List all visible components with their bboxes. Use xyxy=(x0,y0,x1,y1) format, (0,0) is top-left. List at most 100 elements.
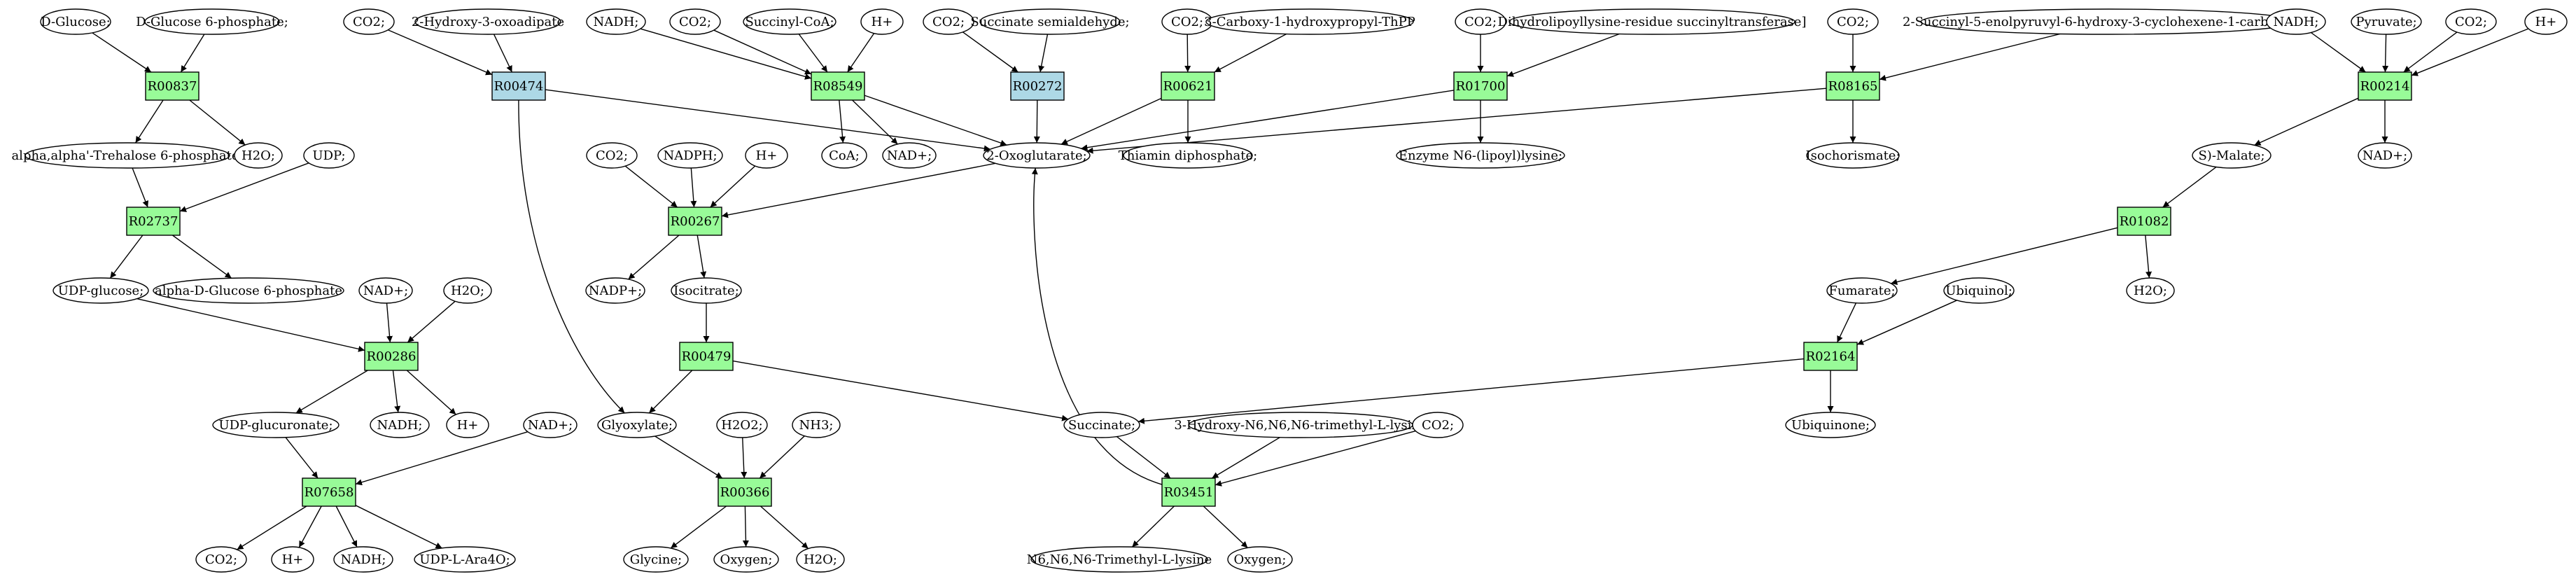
compound-ellipse xyxy=(1205,8,1414,35)
node-label: 2-Succinyl-5-enolpyruvyl-6-hydroxy-3-cyc… xyxy=(1903,15,2314,29)
compound-ellipse xyxy=(1943,277,2015,304)
node-label: CO2; xyxy=(1422,418,1454,433)
compound-node-isochorismate: Isochorismate; xyxy=(1805,142,1900,169)
compound-node-enzyme-n6-lipoyl-lysine: Enzyme N6-(lipoyl)lysine; xyxy=(1396,142,1565,169)
reaction-node-r00479: R00479 xyxy=(679,342,734,371)
node-label: CO2; xyxy=(1464,15,1497,29)
compound-node-udp: UDP; xyxy=(303,142,355,169)
reaction-box xyxy=(668,207,722,236)
reaction-node-r00837: R00837 xyxy=(145,71,200,101)
compound-ellipse xyxy=(716,412,768,438)
edge-fumarate-to-r02164 xyxy=(1836,302,1857,343)
compound-node-thiamin-diphosphate: Thiamin diphosphate; xyxy=(1119,142,1257,169)
compound-ellipse xyxy=(713,546,779,573)
node-label: 2-Oxoglutarate; xyxy=(986,148,1086,163)
edge-co2-to-r00272 xyxy=(962,32,1018,73)
compound-node-glyoxylate: Glyoxylate; xyxy=(597,412,677,438)
edge-2-succinyl-5-enolpyruvyl-6-hydroxy-3-cyclohexene-1-carboxylate-to-r08165 xyxy=(1879,33,2061,81)
compound-ellipse xyxy=(923,8,974,35)
edge-d-glucose-to-r00837 xyxy=(92,32,152,73)
reaction-box xyxy=(2358,71,2412,101)
compound-node-co2: CO2; xyxy=(2445,8,2497,35)
edge-3-hydroxy-n6-n6-n6-trimethyl-l-lysine-to-r03451 xyxy=(1211,437,1280,479)
edge-r00267-to-isocitrate xyxy=(696,235,707,279)
node-label: CO2; xyxy=(205,552,237,567)
edge-r00474-to-2-oxoglutarate xyxy=(545,89,990,152)
compound-node-succinyl-coa: Succinyl-CoA; xyxy=(743,8,836,35)
reaction-node-r02164: R02164 xyxy=(1803,342,1858,371)
reaction-box xyxy=(1803,342,1858,371)
edge-r00267-to-nadp xyxy=(628,235,680,280)
edge-3-carboxy-1-hydroxypropyl-thpp-to-r00621 xyxy=(1214,33,1287,73)
compound-ellipse xyxy=(792,412,841,438)
edge-s-malate-to-r01082 xyxy=(2162,166,2217,208)
node-label: H+ xyxy=(756,148,778,163)
node-label: NADP+; xyxy=(589,284,642,298)
compound-node-nad: NAD+; xyxy=(882,142,937,169)
node-label: H2O; xyxy=(2134,284,2167,298)
reaction-node-r02737: R02737 xyxy=(126,207,181,236)
compound-node-nadh: NADH; xyxy=(333,546,393,573)
node-label: H+ xyxy=(2535,15,2557,29)
reaction-box xyxy=(679,342,734,371)
edge-succinate-semialdehyde-to-r00272 xyxy=(1038,34,1049,73)
node-label: NADPH; xyxy=(663,148,717,163)
compound-node-co2: CO2; xyxy=(343,8,395,35)
edge-r08549-to-coa xyxy=(839,99,846,144)
node-label: H+ xyxy=(282,552,304,567)
node-label: CO2; xyxy=(932,15,965,29)
compound-ellipse xyxy=(2351,8,2422,35)
compound-ellipse xyxy=(1806,142,1900,169)
node-label: Dihydrolipoyllysine-residue succinyltran… xyxy=(1498,15,1807,29)
compound-ellipse xyxy=(343,8,395,35)
compound-ellipse xyxy=(821,142,867,169)
compound-ellipse xyxy=(523,412,578,438)
node-label: R00479 xyxy=(682,349,732,364)
node-label: R01082 xyxy=(2120,214,2169,229)
compound-node-succinate: Succinate; xyxy=(1063,412,1140,438)
compound-node-h: H+ xyxy=(271,546,314,573)
node-label: Oxygen; xyxy=(1234,552,1287,567)
compound-ellipse xyxy=(212,412,340,438)
reaction-node-r00621: R00621 xyxy=(1161,71,1215,101)
compound-ellipse xyxy=(745,142,788,169)
node-label: CO2; xyxy=(1171,15,1203,29)
reaction-box xyxy=(1010,71,1065,101)
compound-node-h: H+ xyxy=(2524,8,2568,35)
node-label: NAD+; xyxy=(2362,148,2407,163)
compound-ellipse xyxy=(271,546,314,573)
edge-succinyl-coa-to-r08549 xyxy=(798,34,828,73)
compound-ellipse xyxy=(144,8,280,35)
edge-r01082-to-h2o xyxy=(2145,235,2152,279)
compound-node-h2o: H2O; xyxy=(2126,277,2175,304)
node-label: H+ xyxy=(457,418,479,433)
compound-node-h2o: H2O; xyxy=(796,546,845,573)
node-label: R02164 xyxy=(1806,349,1856,364)
node-label: NAD+; xyxy=(363,284,408,298)
node-label: R08165 xyxy=(1828,79,1878,94)
compound-ellipse xyxy=(52,277,149,304)
node-label: Isocitrate; xyxy=(673,284,739,298)
node-layer: D-Glucose;D-Glucose 6-phosphate;R00837al… xyxy=(11,8,2568,573)
reaction-node-r01082: R01082 xyxy=(2117,207,2171,236)
node-label: R00214 xyxy=(2360,79,2410,94)
compound-node-nh3: NH3; xyxy=(792,412,841,438)
edge-r02737-to-udp-glucose xyxy=(109,235,144,279)
compound-node-co2: CO2; xyxy=(1412,412,1464,438)
compound-node-dihydrolipoyllysine-residue-succinyltransferase: Dihydrolipoyllysine-residue succinyltran… xyxy=(1498,8,1807,35)
node-label: Succinate; xyxy=(1068,418,1135,433)
edge-r00366-to-h2o xyxy=(760,505,809,550)
compound-ellipse xyxy=(586,8,646,35)
node-label: Succinate semialdehyde; xyxy=(970,15,1129,29)
edge-r08165-to-2-oxoglutarate xyxy=(1086,88,1827,154)
node-label: CO2; xyxy=(2455,15,2487,29)
compound-node-2-hydroxy-3-oxoadipate: 2-Hydroxy-3-oxoadipate xyxy=(412,8,564,35)
reaction-node-r00272: R00272 xyxy=(1010,71,1065,101)
compound-ellipse xyxy=(24,142,230,169)
node-label: Isochorismate; xyxy=(1805,148,1900,163)
node-label: CO2; xyxy=(596,148,628,163)
edge-r03451-to-oxygen xyxy=(1203,505,1248,548)
compound-ellipse xyxy=(1412,412,1464,438)
edge-co2-to-r00267 xyxy=(624,165,678,208)
edge-r00474-to-glyoxylate xyxy=(518,99,625,414)
